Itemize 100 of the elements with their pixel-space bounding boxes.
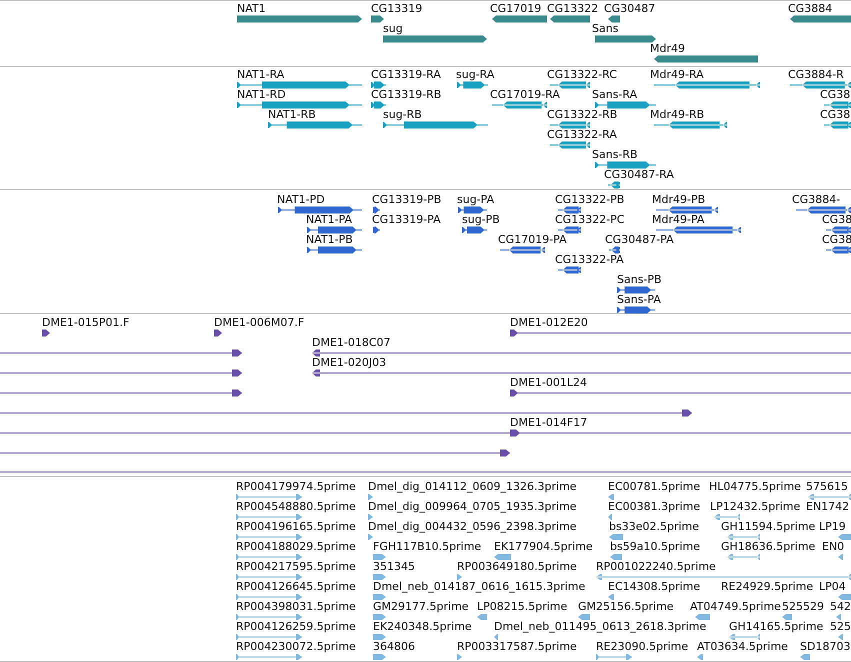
feature-label: 364806 bbox=[373, 640, 415, 653]
feature-label: CG13322 bbox=[547, 2, 598, 15]
feature-label: Mdr49 bbox=[650, 42, 685, 55]
feature-label: RP004196165.5prime bbox=[236, 520, 356, 533]
feature-label: Dmel_neb_011495_0613_2618.3prime bbox=[494, 620, 706, 633]
feature-label: CG38 bbox=[822, 233, 851, 246]
feature-label: RP004126259.5prime bbox=[236, 620, 356, 633]
feature-label: RP004230072.5prime bbox=[236, 640, 356, 653]
feature-label: Dmel_dig_009964_0705_1935.3prime bbox=[368, 500, 577, 513]
feature-label: CG13322-RC bbox=[547, 68, 617, 81]
feature-label: NAT1 bbox=[237, 2, 266, 15]
feature-label: RP004548880.5prime bbox=[236, 500, 356, 513]
feature-label: LP19 bbox=[819, 520, 846, 533]
feature-label: CG3884-R bbox=[788, 68, 844, 81]
feature-label: RP004179974.5prime bbox=[236, 480, 356, 493]
feature-label: DME1-001L24 bbox=[510, 376, 587, 389]
feature-label: EN0 bbox=[822, 540, 844, 553]
feature-label: CG17019-RA bbox=[490, 88, 560, 101]
feature-label: CG38 bbox=[820, 108, 850, 121]
feature-label: RP003317587.5prime bbox=[457, 640, 577, 653]
feature-label: Mdr49-RA bbox=[650, 68, 704, 81]
feature-label: CG3884 bbox=[788, 2, 832, 15]
feature-label: NAT1-PA bbox=[306, 213, 352, 226]
feature-label: DME1-012E20 bbox=[510, 316, 588, 329]
feature-label: EN1742 bbox=[806, 500, 850, 513]
feature-label: CG3884- bbox=[792, 193, 840, 206]
feature-label: RP004188029.5prime bbox=[236, 540, 356, 553]
feature-label: LP12432.5prime bbox=[710, 500, 800, 513]
feature-label: CG13319 bbox=[371, 2, 422, 15]
feature-label: CG13322-PC bbox=[555, 213, 624, 226]
feature-label: NAT1-PD bbox=[277, 193, 325, 206]
feature-label: CG30487-PA bbox=[605, 233, 674, 246]
feature-label: bs59a10.5prime bbox=[610, 540, 700, 553]
feature-label: CG13322-RB bbox=[547, 108, 618, 121]
feature-label: EC00381.3prime bbox=[608, 500, 700, 513]
feature-label: Sans-RB bbox=[592, 148, 638, 161]
feature-label: GM29177.5prime bbox=[373, 600, 469, 613]
feature-label: CG13319-RA bbox=[371, 68, 441, 81]
feature-label: DME1-014F17 bbox=[510, 416, 588, 429]
feature-label: 525 bbox=[830, 620, 851, 633]
feature-label: NAT1-RB bbox=[268, 108, 316, 121]
feature-label: CG13319-RB bbox=[371, 88, 442, 101]
feature-label: CG38 bbox=[822, 213, 851, 226]
feature-label: Mdr49-PA bbox=[652, 213, 704, 226]
feature-label: DME1-006M07.F bbox=[214, 316, 304, 329]
feature-label: RP004126645.5prime bbox=[236, 580, 356, 593]
feature-label: bs33e02.5prime bbox=[609, 520, 700, 533]
feature-label: CG38 bbox=[820, 88, 850, 101]
feature-label: AT04749.5prime bbox=[690, 600, 781, 613]
feature-label: Sans bbox=[592, 22, 618, 35]
feature-label: DME1-015P01.F bbox=[42, 316, 130, 329]
feature-label: RP001022240.5prime bbox=[596, 560, 716, 573]
feature-label: Dmel_dig_004432_0596_2398.3prime bbox=[368, 520, 577, 533]
feature-label: CG17019 bbox=[490, 2, 542, 15]
feature-label: 575615 bbox=[806, 480, 848, 493]
feature-label: EK240348.5prime bbox=[373, 620, 472, 633]
feature-label: sug-PB bbox=[462, 213, 500, 226]
feature-label: sug-RA bbox=[456, 68, 494, 81]
feature-label: Dmel_dig_014112_0609_1326.3prime bbox=[368, 480, 577, 493]
feature-label: NAT1-RA bbox=[237, 68, 284, 81]
feature-label: 525529 bbox=[782, 600, 824, 613]
feature-label: GH14165.5prime bbox=[729, 620, 824, 633]
feature-label: GH18636.5prime bbox=[721, 540, 816, 553]
feature-label: DME1-018C07 bbox=[312, 336, 391, 349]
feature-label: CG13319-PA bbox=[372, 213, 441, 226]
feature-label: Sans-PB bbox=[617, 273, 662, 286]
feature-label: sug-RB bbox=[383, 108, 422, 121]
feature-label: CG13319-PB bbox=[372, 193, 442, 206]
feature-label: LP08215.5prime bbox=[477, 600, 568, 613]
feature-label: Dmel_neb_014187_0616_1615.3prime bbox=[373, 580, 586, 593]
feature-label: LP04 bbox=[819, 580, 846, 593]
feature-label: EC14308.5prime bbox=[608, 580, 700, 593]
feature-label: RP004398031.5prime bbox=[236, 600, 356, 613]
feature-label: Sans-RA bbox=[592, 88, 638, 101]
feature-label: Mdr49-RB bbox=[650, 108, 704, 121]
feature-label: HL04775.5prime bbox=[709, 480, 801, 493]
feature-label: EC00781.5prime bbox=[608, 480, 700, 493]
feature-label: SD18703 bbox=[800, 640, 850, 653]
feature-label: FGH117B10.5prime bbox=[373, 540, 482, 553]
feature-label: DME1-020J03 bbox=[312, 356, 386, 369]
feature-label: NAT1-RD bbox=[237, 88, 286, 101]
feature-label: RE23090.5prime bbox=[596, 640, 688, 653]
feature-label: sug bbox=[383, 22, 403, 35]
feature-label: CG30487-RA bbox=[604, 168, 674, 181]
feature-label: 542 bbox=[830, 600, 851, 613]
feature-label: sug-PA bbox=[457, 193, 494, 206]
feature-label: Sans-PA bbox=[617, 293, 661, 306]
feature-label: RP003649180.5prime bbox=[457, 560, 577, 573]
feature-label: Mdr49-PB bbox=[652, 193, 706, 206]
feature-label: CG17019-PA bbox=[498, 233, 567, 246]
feature-label: CG13322-PA bbox=[555, 253, 624, 266]
feature-label: GH11594.5prime bbox=[721, 520, 816, 533]
feature-label: 351345 bbox=[373, 560, 415, 573]
feature-label: CG13322-PB bbox=[555, 193, 624, 206]
feature-label: CG30487 bbox=[604, 2, 656, 15]
feature-label: EK177904.5prime bbox=[494, 540, 593, 553]
feature-label: AT03634.5prime bbox=[697, 640, 788, 653]
feature-label: RP004217595.5prime bbox=[236, 560, 356, 573]
feature-label: CG13322-RA bbox=[547, 128, 617, 141]
feature-label: NAT1-PB bbox=[306, 233, 353, 246]
